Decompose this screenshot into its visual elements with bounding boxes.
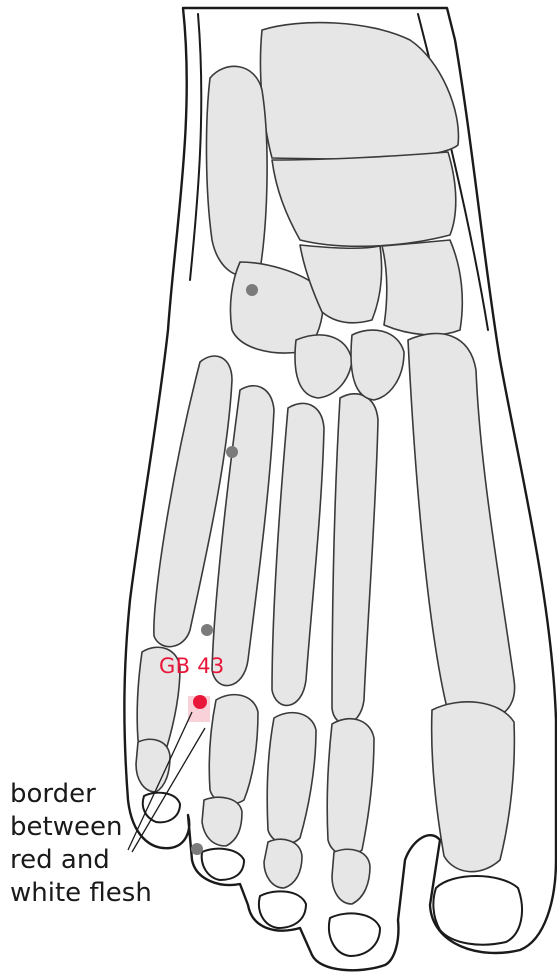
- annotation-line: white flesh: [10, 877, 210, 910]
- navicular-bone: [272, 152, 456, 246]
- big-toe-nail: [433, 876, 522, 945]
- annotation-line: border: [10, 778, 210, 811]
- big-toe-proximal: [432, 702, 515, 872]
- third-toe-nail: [259, 891, 306, 928]
- annotation-line: between: [10, 811, 210, 844]
- acupoint-gray-2: [226, 446, 238, 458]
- flesh-border-annotation: border between red and white flesh: [10, 778, 210, 910]
- annotation-line: red and: [10, 844, 210, 877]
- cuneiform-intermediate: [382, 240, 462, 335]
- gb43-label: GB 43: [159, 654, 225, 678]
- acupoint-gray-1: [246, 284, 258, 296]
- calcaneus-bone: [206, 66, 267, 276]
- acupoint-gray-3: [201, 624, 213, 636]
- gb43-point: [193, 695, 207, 709]
